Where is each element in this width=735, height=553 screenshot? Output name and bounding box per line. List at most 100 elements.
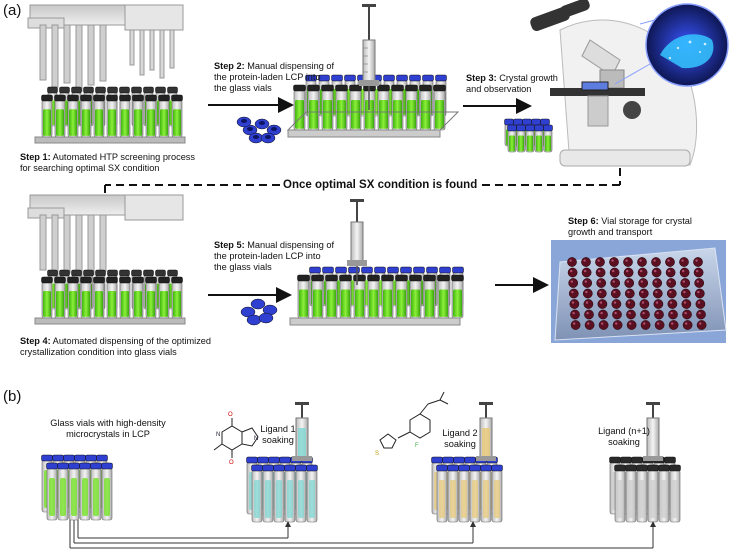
vial-liquid (265, 480, 271, 518)
step4-head: Step 4: (20, 336, 51, 346)
panel-b-label: (b) (3, 388, 22, 405)
storage-vial (596, 278, 607, 288)
storage-vial-highlight (656, 311, 659, 315)
storage-vial (638, 278, 649, 288)
storage-vial-highlight (615, 322, 618, 325)
storage-vial-highlight (643, 322, 646, 325)
storage-vial-highlight (598, 280, 601, 283)
storage-vial (668, 320, 679, 330)
storage-vial (581, 257, 591, 267)
storage-vial-highlight (668, 269, 671, 273)
storage-vial (665, 267, 676, 278)
vial (409, 274, 422, 319)
vial (395, 274, 408, 319)
step3-microscope-illustration (530, 0, 729, 167)
step3-caption: Step 3: Crystal growth and observation (466, 73, 566, 95)
step2-head: Step 2: (214, 61, 245, 71)
step6-caption: Step 6: Vial storage for crystal growth … (568, 216, 733, 238)
storage-vial-highlight (628, 311, 631, 315)
vial (54, 276, 66, 319)
storage-vial (651, 267, 662, 278)
vial-liquid (104, 478, 110, 516)
storage-vial-highlight (682, 280, 685, 283)
storage-vial-highlight (600, 311, 603, 315)
step2-line3: the glass vials (214, 83, 272, 93)
vial-liquid (298, 480, 304, 518)
storage-vial (640, 320, 651, 330)
storage-vial (693, 257, 703, 267)
storage-vial (609, 257, 619, 267)
vials-line2: microcrystals in LCP (66, 429, 150, 439)
vial-liquid (93, 478, 99, 516)
step5-line2: the protein-laden LCP into (214, 251, 321, 261)
storage-vial-highlight (626, 269, 629, 273)
storage-vial-highlight (641, 290, 644, 294)
step1-line2: for searching optimal SX condition (20, 163, 160, 173)
loose-cap (250, 298, 266, 310)
vial (119, 94, 131, 138)
vial (119, 276, 131, 319)
storage-vial (666, 278, 677, 288)
storage-vial (666, 288, 677, 299)
storage-vial (654, 309, 664, 320)
storage-vial (583, 299, 594, 309)
vial (377, 84, 390, 131)
vial (525, 124, 535, 153)
loose-cap (240, 306, 256, 318)
step1-text: Automated HTP screening process (50, 152, 195, 162)
storage-vial-highlight (569, 259, 572, 262)
panel-a-label: (a) (3, 2, 22, 19)
vial (171, 276, 183, 319)
vial (451, 274, 464, 319)
storage-vial (652, 288, 663, 299)
storage-vial (570, 320, 581, 330)
vial (171, 94, 183, 138)
storage-vial-highlight (612, 280, 615, 283)
vial (297, 274, 310, 319)
storage-vial-highlight (585, 290, 588, 294)
storage-vial (679, 257, 689, 267)
storage-vial-highlight (653, 259, 656, 262)
storage-vial (668, 309, 678, 320)
storage-vial (637, 267, 648, 278)
vial-liquid (450, 480, 456, 518)
step4-robot-illustration (27, 194, 186, 325)
vial (293, 84, 306, 131)
storage-vial-highlight (655, 290, 658, 294)
svg-text:F: F (415, 443, 419, 449)
storage-vial (637, 257, 647, 267)
vial (307, 84, 320, 131)
storage-vial (581, 267, 592, 278)
vial (106, 94, 118, 138)
storage-vial-highlight (682, 269, 685, 273)
storage-vial-highlight (583, 259, 586, 262)
storage-vial-highlight (627, 301, 631, 304)
ligand1-syringe (292, 402, 312, 461)
ligand1-caption: Ligand 1 soaking (258, 424, 298, 446)
vial-liquid (461, 480, 467, 518)
storage-vial (623, 257, 633, 267)
storage-vial (696, 320, 707, 330)
vial (93, 276, 105, 319)
storage-vial-highlight (601, 322, 604, 325)
storage-vial (639, 299, 650, 309)
vial (93, 94, 105, 138)
ligand1-structure-icon (213, 418, 259, 458)
storage-vial (640, 309, 650, 320)
storage-vial (680, 278, 691, 288)
storage-vial-highlight (655, 301, 659, 304)
storage-vial (582, 288, 593, 299)
ligand2-line1: Ligand 2 (442, 428, 478, 438)
storage-vial (667, 299, 678, 309)
storage-vial-highlight (654, 269, 657, 273)
vial (80, 276, 92, 319)
vial (145, 94, 157, 138)
svg-text:O: O (229, 460, 234, 466)
vial-liquid (628, 480, 634, 518)
storage-vial-highlight (696, 280, 699, 283)
vial-liquid (254, 480, 260, 518)
storage-vial-highlight (695, 259, 698, 262)
storage-vial-highlight (667, 259, 670, 262)
storage-vial-highlight (668, 280, 671, 283)
storage-vial-highlight (629, 322, 632, 325)
